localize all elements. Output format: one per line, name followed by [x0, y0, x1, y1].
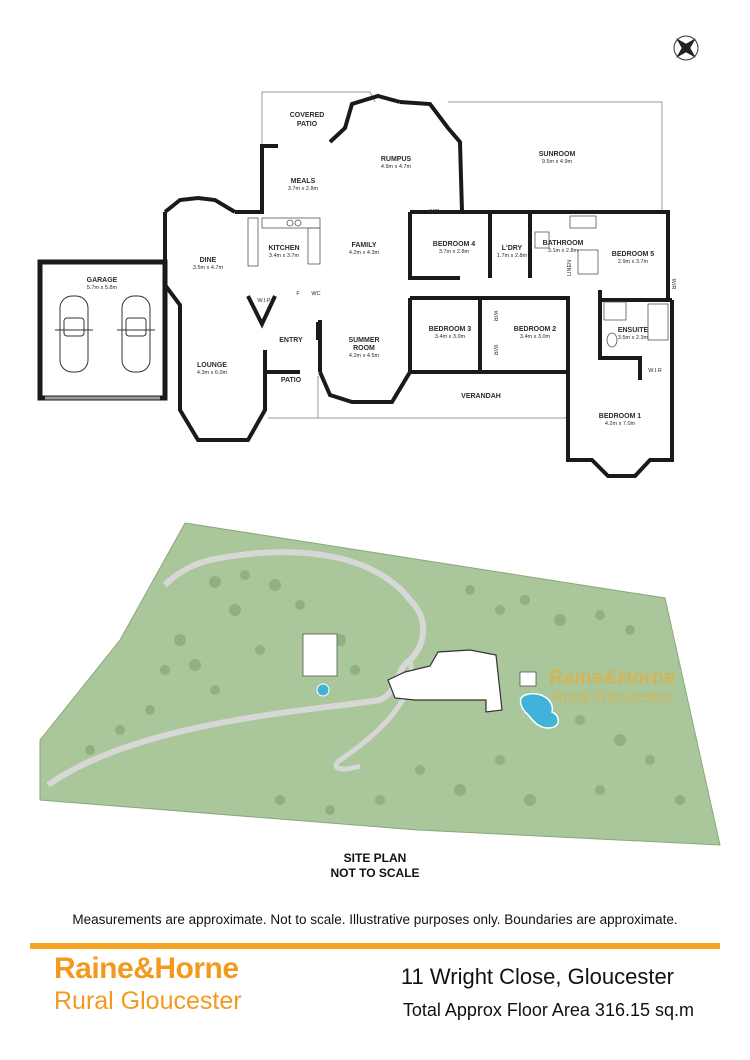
room-dimensions: 4.2m x 4.5m: [349, 353, 380, 359]
brand-logo-line2: Rural Gloucester: [54, 987, 242, 1015]
room-dimensions: 5.7m x 5.8m: [87, 285, 118, 291]
room-dimensions: 3.5m x 4.7m: [193, 265, 224, 271]
room-name: ENTRY: [279, 337, 303, 344]
room-verandah: VERANDAH: [461, 393, 501, 400]
room-dimensions: 4.2m x 4.3m: [349, 250, 380, 256]
room-dimensions: 4.2m x 7.0m: [605, 421, 636, 427]
room-bedroom-2: BEDROOM 2 3.4m x 3.0m: [514, 326, 557, 340]
room-covered-patio: COVERED PATIO: [290, 112, 325, 128]
floor-area: Total Approx Floor Area 316.15 sq.m: [402, 1000, 694, 1020]
shed: [302, 633, 338, 677]
car-icon: [55, 295, 155, 373]
room-name: LOUNGE: [197, 362, 227, 369]
site-plan-subtitle: NOT TO SCALE: [330, 866, 420, 880]
garage: [37, 259, 168, 401]
fridge-label: F: [296, 291, 300, 297]
room-family: FAMILY 4.2m x 4.3m: [349, 242, 380, 256]
room-bedroom-4: BEDROOM 4 3.7m x 2.8m: [433, 241, 476, 255]
room-dimensions: 3.1m x 2.8m: [548, 248, 579, 254]
wardrobe-label: W/R: [429, 209, 440, 215]
walk-in-robe-label: W.I.R: [648, 368, 661, 374]
room-name: BATHROOM: [543, 240, 584, 247]
room-bedroom-5: BEDROOM 5 2.9m x 3.7m: [612, 251, 655, 265]
room-name: COVERED: [290, 112, 325, 119]
room-dimensions: 4.3m x 6.0m: [197, 370, 228, 376]
room-name: SUNROOM: [539, 151, 576, 158]
room-rumpus: RUMPUS 4.9m x 4.7m: [381, 156, 412, 170]
house-walls: [163, 93, 674, 478]
room-sunroom: SUNROOM 9.5m x 4.9m: [539, 151, 576, 165]
room-name: ROOM: [353, 345, 375, 352]
room-name: GARAGE: [87, 277, 118, 284]
room-bedroom-3: BEDROOM 3 3.4m x 3.0m: [429, 326, 472, 340]
pool: [519, 693, 559, 729]
linen-label: LINEN: [567, 260, 573, 276]
room-dimensions: 3.7m x 2.8m: [288, 186, 319, 192]
water-tank: [316, 683, 330, 697]
walk-in-pantry-label: W.I.P: [257, 298, 270, 304]
room-garage: GARAGE 5.7m x 5.8m: [87, 277, 118, 291]
room-name: MEALS: [291, 178, 316, 185]
site-plan: Raine&Horne Rural Gloucester: [39, 522, 721, 846]
room-name: FAMILY: [351, 242, 376, 249]
room-patio: PATIO: [281, 377, 302, 384]
site-plan-title: SITE PLAN: [343, 851, 407, 865]
site-boundary: [39, 522, 721, 846]
room-laundry: L'DRY 1.7m x 2.8m: [497, 245, 528, 259]
room-dimensions: 2.9m x 3.7m: [618, 259, 649, 265]
watermark-line1: Raine&Horne: [549, 667, 676, 689]
room-summer-room: SUMMER ROOM 4.2m x 4.5m: [348, 337, 379, 359]
room-dimensions: 3.4m x 3.0m: [520, 334, 551, 340]
room-name: BEDROOM 4: [433, 241, 476, 248]
room-name: PATIO: [281, 377, 302, 384]
room-name: DINE: [200, 257, 217, 264]
wardrobe-label: W/R: [670, 279, 676, 290]
room-dimensions: 3.4m x 3.7m: [269, 253, 300, 259]
room-name: VERANDAH: [461, 393, 501, 400]
room-dimensions: 3.4m x 3.0m: [435, 334, 466, 340]
room-name: KITCHEN: [268, 245, 299, 252]
room-lounge: LOUNGE 4.3m x 6.0m: [197, 362, 228, 376]
room-dine: DINE 3.5m x 4.7m: [193, 257, 224, 271]
room-name: PATIO: [297, 121, 318, 128]
room-name: BEDROOM 1: [599, 413, 642, 420]
compass-icon: [673, 35, 699, 61]
room-dimensions: 1.7m x 2.8m: [497, 253, 528, 259]
garden-structure: [519, 671, 537, 687]
fixture-labels: W/R W/R W/R W/R W.I.P F WC LINEN W.I.R: [257, 209, 676, 374]
room-labels: COVERED PATIO MEALS 3.7m x 2.8m RUMPUS 4…: [87, 112, 655, 427]
room-dimensions: 9.5m x 4.9m: [542, 159, 573, 165]
house-footprint: [387, 649, 503, 713]
room-name: BEDROOM 3: [429, 326, 472, 333]
room-dimensions: 3.5m x 2.3m: [618, 335, 649, 341]
room-bedroom-1: BEDROOM 1 4.2m x 7.0m: [599, 413, 642, 427]
driveway: [46, 549, 427, 788]
room-ensuite: ENSUITE 3.5m x 2.3m: [618, 327, 649, 341]
room-name: BEDROOM 2: [514, 326, 557, 333]
wc-label: WC: [311, 291, 320, 297]
room-dimensions: 4.9m x 4.7m: [381, 164, 412, 170]
room-name: RUMPUS: [381, 156, 412, 163]
bathroom-fixtures: [534, 215, 669, 348]
wardrobe-label: W/R: [492, 345, 498, 356]
room-name: L'DRY: [502, 245, 523, 252]
brand-logo-line1: Raine&Horne: [54, 952, 239, 985]
room-bathroom: BATHROOM 3.1m x 2.8m: [543, 240, 584, 254]
room-kitchen: KITCHEN 3.4m x 3.7m: [268, 245, 299, 259]
room-name: BEDROOM 5: [612, 251, 655, 258]
accent-rule: [30, 943, 720, 949]
kitchen-fixtures: [247, 217, 321, 267]
room-name: SUMMER: [348, 337, 379, 344]
room-dimensions: 3.7m x 2.8m: [439, 249, 470, 255]
wardrobe-label: W/R: [492, 311, 498, 322]
site-watermark: Raine&Horne Rural Gloucester: [549, 667, 676, 706]
room-name: ENSUITE: [618, 327, 649, 334]
disclaimer: Measurements are approximate. Not to sca…: [72, 912, 678, 927]
property-address: 11 Wright Close, Gloucester: [400, 964, 674, 989]
watermark-line2: Rural Gloucester: [552, 689, 673, 706]
room-entry: ENTRY: [279, 337, 303, 344]
room-meals: MEALS 3.7m x 2.8m: [288, 178, 319, 192]
